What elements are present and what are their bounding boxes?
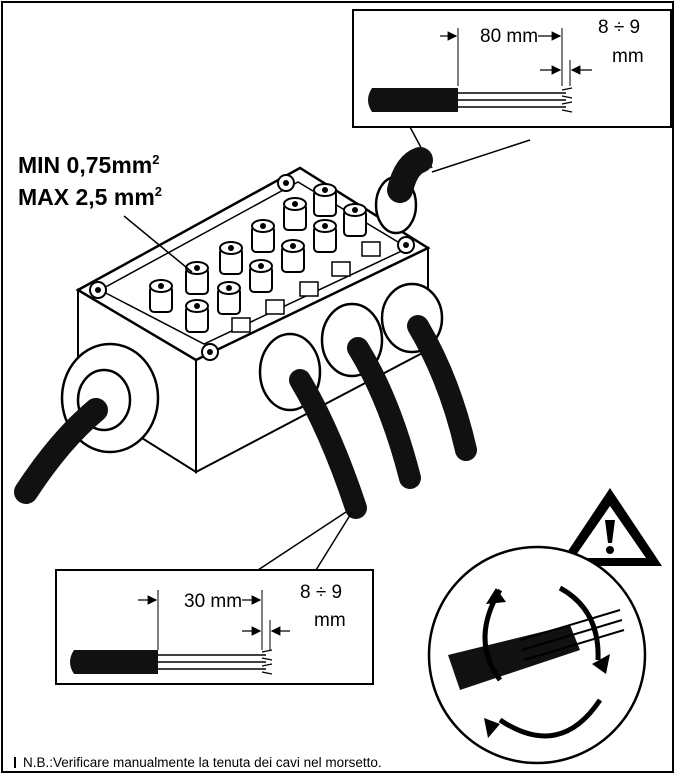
footnote: N.B.:Verificare manualmente la tenuta de… [14, 755, 382, 770]
detail-box-bottom [55, 511, 374, 685]
cables [14, 147, 477, 519]
terminal-block [123, 183, 381, 333]
twist-check-illustration [427, 545, 647, 765]
top-wire-strip-unit: mm [612, 46, 644, 67]
min-section-label: MIN 0,75mm2 [18, 152, 160, 178]
bottom-wire-strip-label: 8 ÷ 9 [300, 582, 342, 603]
max-section-label: MAX 2,5 mm2 [18, 184, 162, 210]
note-text: N.B.:Verificare manualmente la tenuta de… [23, 755, 382, 770]
detail-box-top [352, 9, 672, 173]
bottom-wire-strip-unit: mm [314, 610, 346, 631]
warning-triangle-icon [558, 488, 662, 566]
bottom-strip-length-label: 30 mm [184, 591, 242, 612]
top-wire-strip-label: 8 ÷ 9 [598, 17, 640, 38]
note-marker [14, 757, 16, 768]
top-strip-length-label: 80 mm [480, 26, 538, 47]
